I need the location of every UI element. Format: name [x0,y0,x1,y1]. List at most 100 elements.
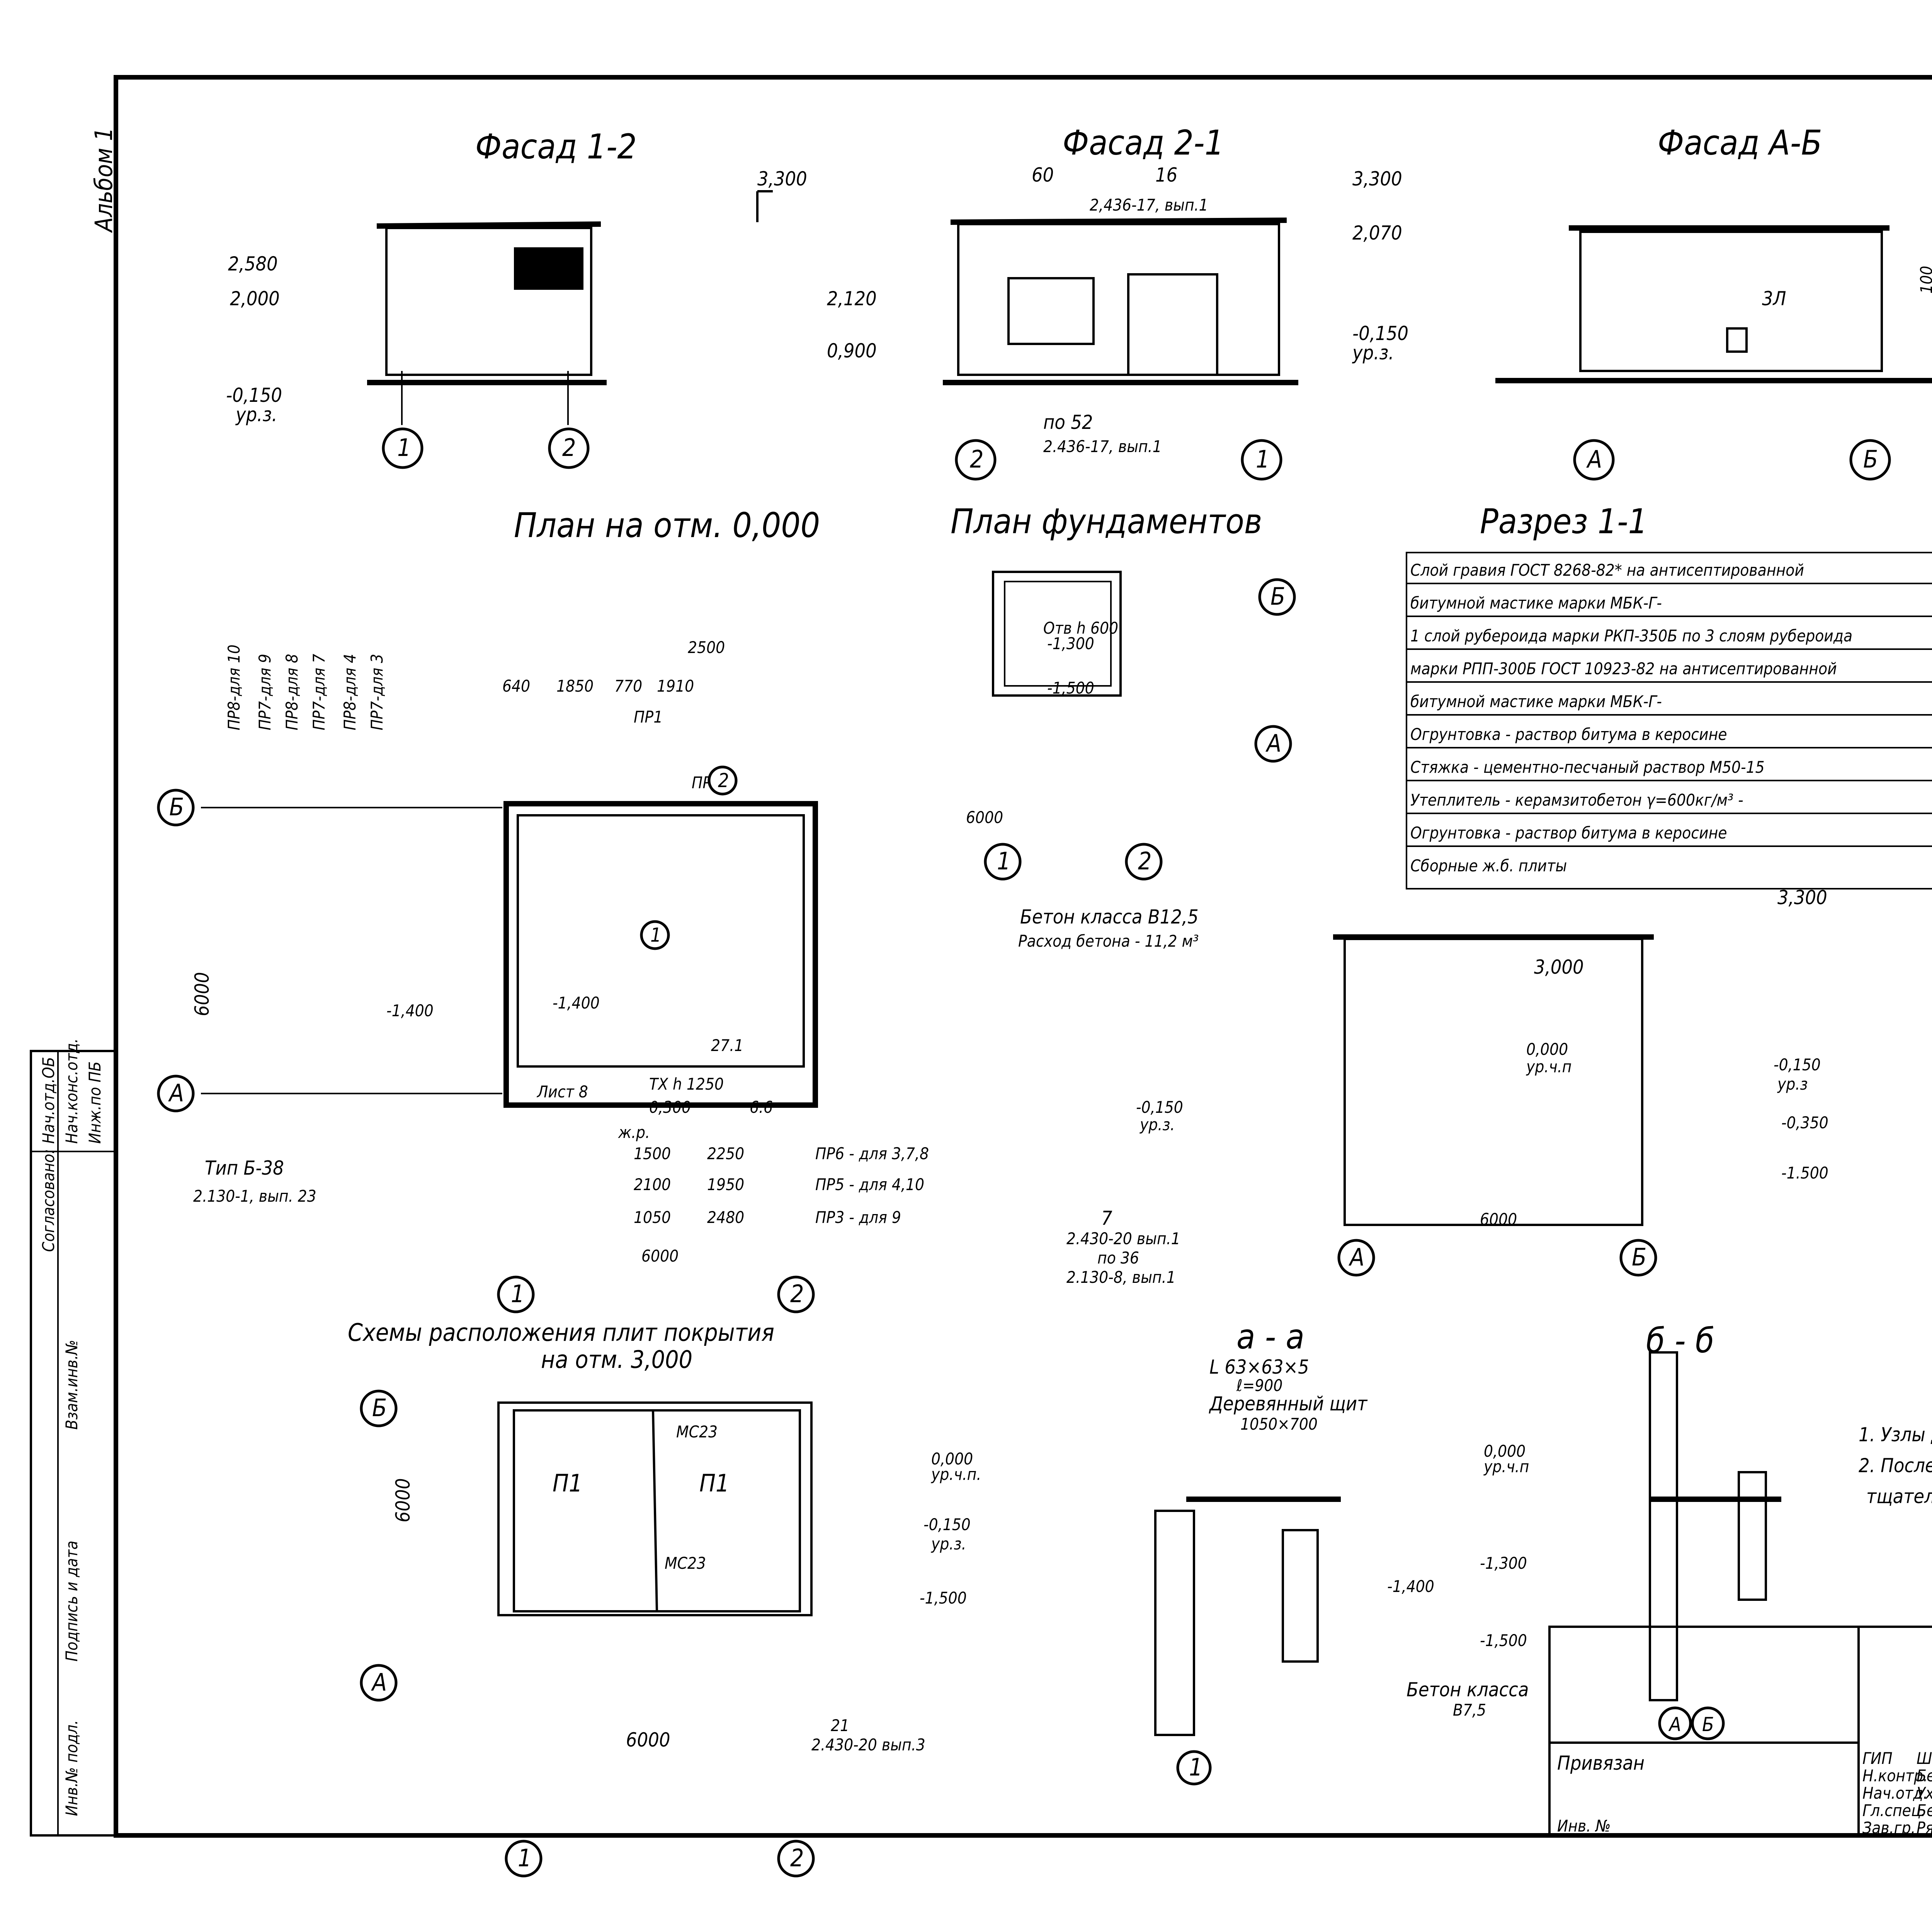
svg-text:2: 2 [790,1280,804,1308]
svg-text:Б: Б [1632,1243,1646,1271]
svg-text:-1,500: -1,500 [1480,1631,1527,1650]
svg-text:-0,150: -0,150 [1352,322,1408,345]
facade-wall [957,223,1280,376]
svg-text:6000: 6000 [1480,1210,1517,1229]
svg-text:ур.з: ур.з [1777,1075,1808,1094]
axis-marker-2 [548,427,590,469]
svg-text:2: 2 [562,434,576,462]
svg-text:Инв. №: Инв. № [1557,1816,1611,1835]
svg-text:Беспалова: Беспалова [1917,1801,1932,1820]
svg-text:2.430-20 вып.3: 2.430-20 вып.3 [811,1735,925,1754]
svg-text:0,900: 0,900 [827,340,877,362]
level-mark: ур.з. [235,403,277,426]
svg-text:Слой гравия ГОСТ 8268-82* на а: Слой гравия ГОСТ 8268-82* на антисептиро… [1410,561,1804,580]
svg-text:А: А [1349,1243,1364,1271]
svg-text:0,300: 0,300 [649,1098,691,1117]
svg-text:ур.ч.п: ур.ч.п [1526,1057,1571,1076]
svg-text:Б: Б [1863,445,1878,473]
svg-text:ур.ч.п: ур.ч.п [1483,1457,1529,1476]
svg-text:Согласовано:: Согласовано: [39,1149,58,1252]
svg-text:П1: П1 [553,1469,582,1497]
opening-labels: ПР8-для 10 ПР7-для 9 ПР8-для 8 ПР7-для 7… [224,645,386,730]
svg-text:Привязан: Привязан [1557,1752,1645,1774]
svg-text:-1,300: -1,300 [1047,634,1094,653]
roof-slab-scheme: Схемы расположения плит покрытия на отм.… [348,1318,925,1878]
svg-text:1950: 1950 [707,1175,744,1194]
svg-text:ℓ=900: ℓ=900 [1236,1376,1282,1395]
svg-text:Расход бетона - 11,2 м³: Расход бетона - 11,2 м³ [1018,932,1199,951]
svg-text:2100: 2100 [634,1175,671,1194]
svg-text:ПР8-для 10: ПР8-для 10 [224,645,243,730]
svg-text:1: 1 [518,1844,531,1872]
svg-text:ПР7-для 9: ПР7-для 9 [255,654,274,730]
svg-text:2.130-8, вып.1: 2.130-8, вып.1 [1066,1268,1176,1287]
svg-text:Шитик: Шитик [1917,1749,1932,1768]
svg-text:1850: 1850 [556,677,594,696]
facade-1-2: Фасад 1-2 1 2 3,300 2,580 2,000 -0,150 у… [226,127,807,469]
svg-text:1: 1 [397,434,411,462]
svg-text:Рябцева: Рябцева [1917,1818,1932,1837]
svg-text:1: 1 [997,847,1010,875]
svg-text:3Л: 3Л [1762,287,1786,310]
svg-text:Инж.по ПБ: Инж.по ПБ [85,1061,104,1144]
svg-text:Огрунтовка - раствор битума в: Огрунтовка - раствор битума в керосине [1410,823,1727,842]
svg-text:-0,350: -0,350 [1781,1113,1828,1132]
svg-text:Зав.гр.: Зав.гр. [1862,1818,1915,1837]
svg-text:А: А [1668,1713,1681,1736]
album-label: Альбом 1 [90,128,118,233]
svg-text:Бетон класса: Бетон класса [1406,1679,1529,1701]
svg-text:Взам.инв.№: Взам.инв.№ [62,1340,81,1430]
axis-marker-1 [382,427,423,469]
svg-text:ПР7-для 3: ПР7-для 3 [367,654,386,730]
svg-text:0,000: 0,000 [931,1449,973,1468]
svg-text:План фундаментов: План фундаментов [951,502,1262,541]
svg-text:Белоусова: Белоусова [1917,1766,1932,1785]
svg-text:Уханова: Уханова [1917,1784,1932,1803]
level-mark: -0,150 [226,384,282,406]
title-block: Привязан Инв. № 503-9-27.89-АС Воздухопо… [1548,1626,1932,1837]
svg-text:ур.з.: ур.з. [1139,1115,1175,1134]
svg-text:2,436-17, вып.1: 2,436-17, вып.1 [1090,196,1208,214]
svg-text:1500: 1500 [634,1144,671,1163]
vent-grille [514,247,583,290]
svg-text:Бетон класса В12,5: Бетон класса В12,5 [1020,906,1199,928]
svg-text:100: 100 [1917,266,1932,294]
svg-text:L 63×63×5: L 63×63×5 [1209,1356,1309,1378]
section-a-a: а - а L 63×63×5 ℓ=900 Деревянный щит 105… [920,1317,1529,1786]
svg-text:2: 2 [1138,847,1151,875]
svg-text:-1.500: -1.500 [1781,1163,1828,1182]
svg-text:2.436-17, вып.1: 2.436-17, вып.1 [1043,437,1162,456]
facade-title: Фасад 2-1 [1063,123,1224,163]
svg-text:битумной мастике марки МБК-Г-: битумной мастике марки МБК-Г- [1410,594,1662,612]
svg-text:Отв h 600: Отв h 600 [1043,619,1118,638]
foundation-plan: План фундаментов Б А 1 2 Отв h 600 -1,30… [951,502,1296,951]
svg-text:-1,400: -1,400 [1387,1577,1434,1596]
svg-text:Схемы расположения плит покрыт: Схемы расположения плит покрытия [348,1318,774,1347]
cornice [376,221,601,229]
svg-text:3,000: 3,000 [1534,956,1584,978]
svg-text:тщательно заделать бетоном В12: тщательно заделать бетоном В12,5 [1866,1485,1932,1508]
svg-text:2480: 2480 [707,1208,744,1227]
svg-text:2: 2 [718,769,729,792]
svg-text:770: 770 [614,677,642,696]
facade-title: Фасад 1-2 [475,127,637,167]
svg-text:Б: Б [1702,1713,1714,1736]
svg-text:Нач.отд.ОБ: Нач.отд.ОБ [39,1057,58,1144]
svg-text:6000: 6000 [191,972,213,1016]
svg-text:-0,150: -0,150 [1774,1055,1821,1074]
svg-text:Б: Б [169,793,184,821]
svg-text:Деревянный щит: Деревянный щит [1209,1393,1368,1415]
sheet-frame [114,75,1932,1838]
level-mark: 2,580 [228,253,278,275]
svg-text:1: 1 [511,1280,524,1308]
svg-text:2.130-1, вып. 23: 2.130-1, вып. 23 [193,1187,316,1206]
svg-text:Н.контр.: Н.контр. [1862,1766,1928,1785]
svg-text:МС23: МС23 [665,1554,706,1573]
svg-text:1910: 1910 [657,677,694,696]
svg-text:-1,500: -1,500 [920,1588,967,1607]
svg-text:ГИП: ГИП [1862,1749,1893,1768]
svg-text:-1,400: -1,400 [386,1001,434,1020]
svg-text:-0,150: -0,150 [1136,1098,1183,1117]
svg-text:Огрунтовка - раствор битума в: Огрунтовка - раствор битума в керосине [1410,725,1727,744]
